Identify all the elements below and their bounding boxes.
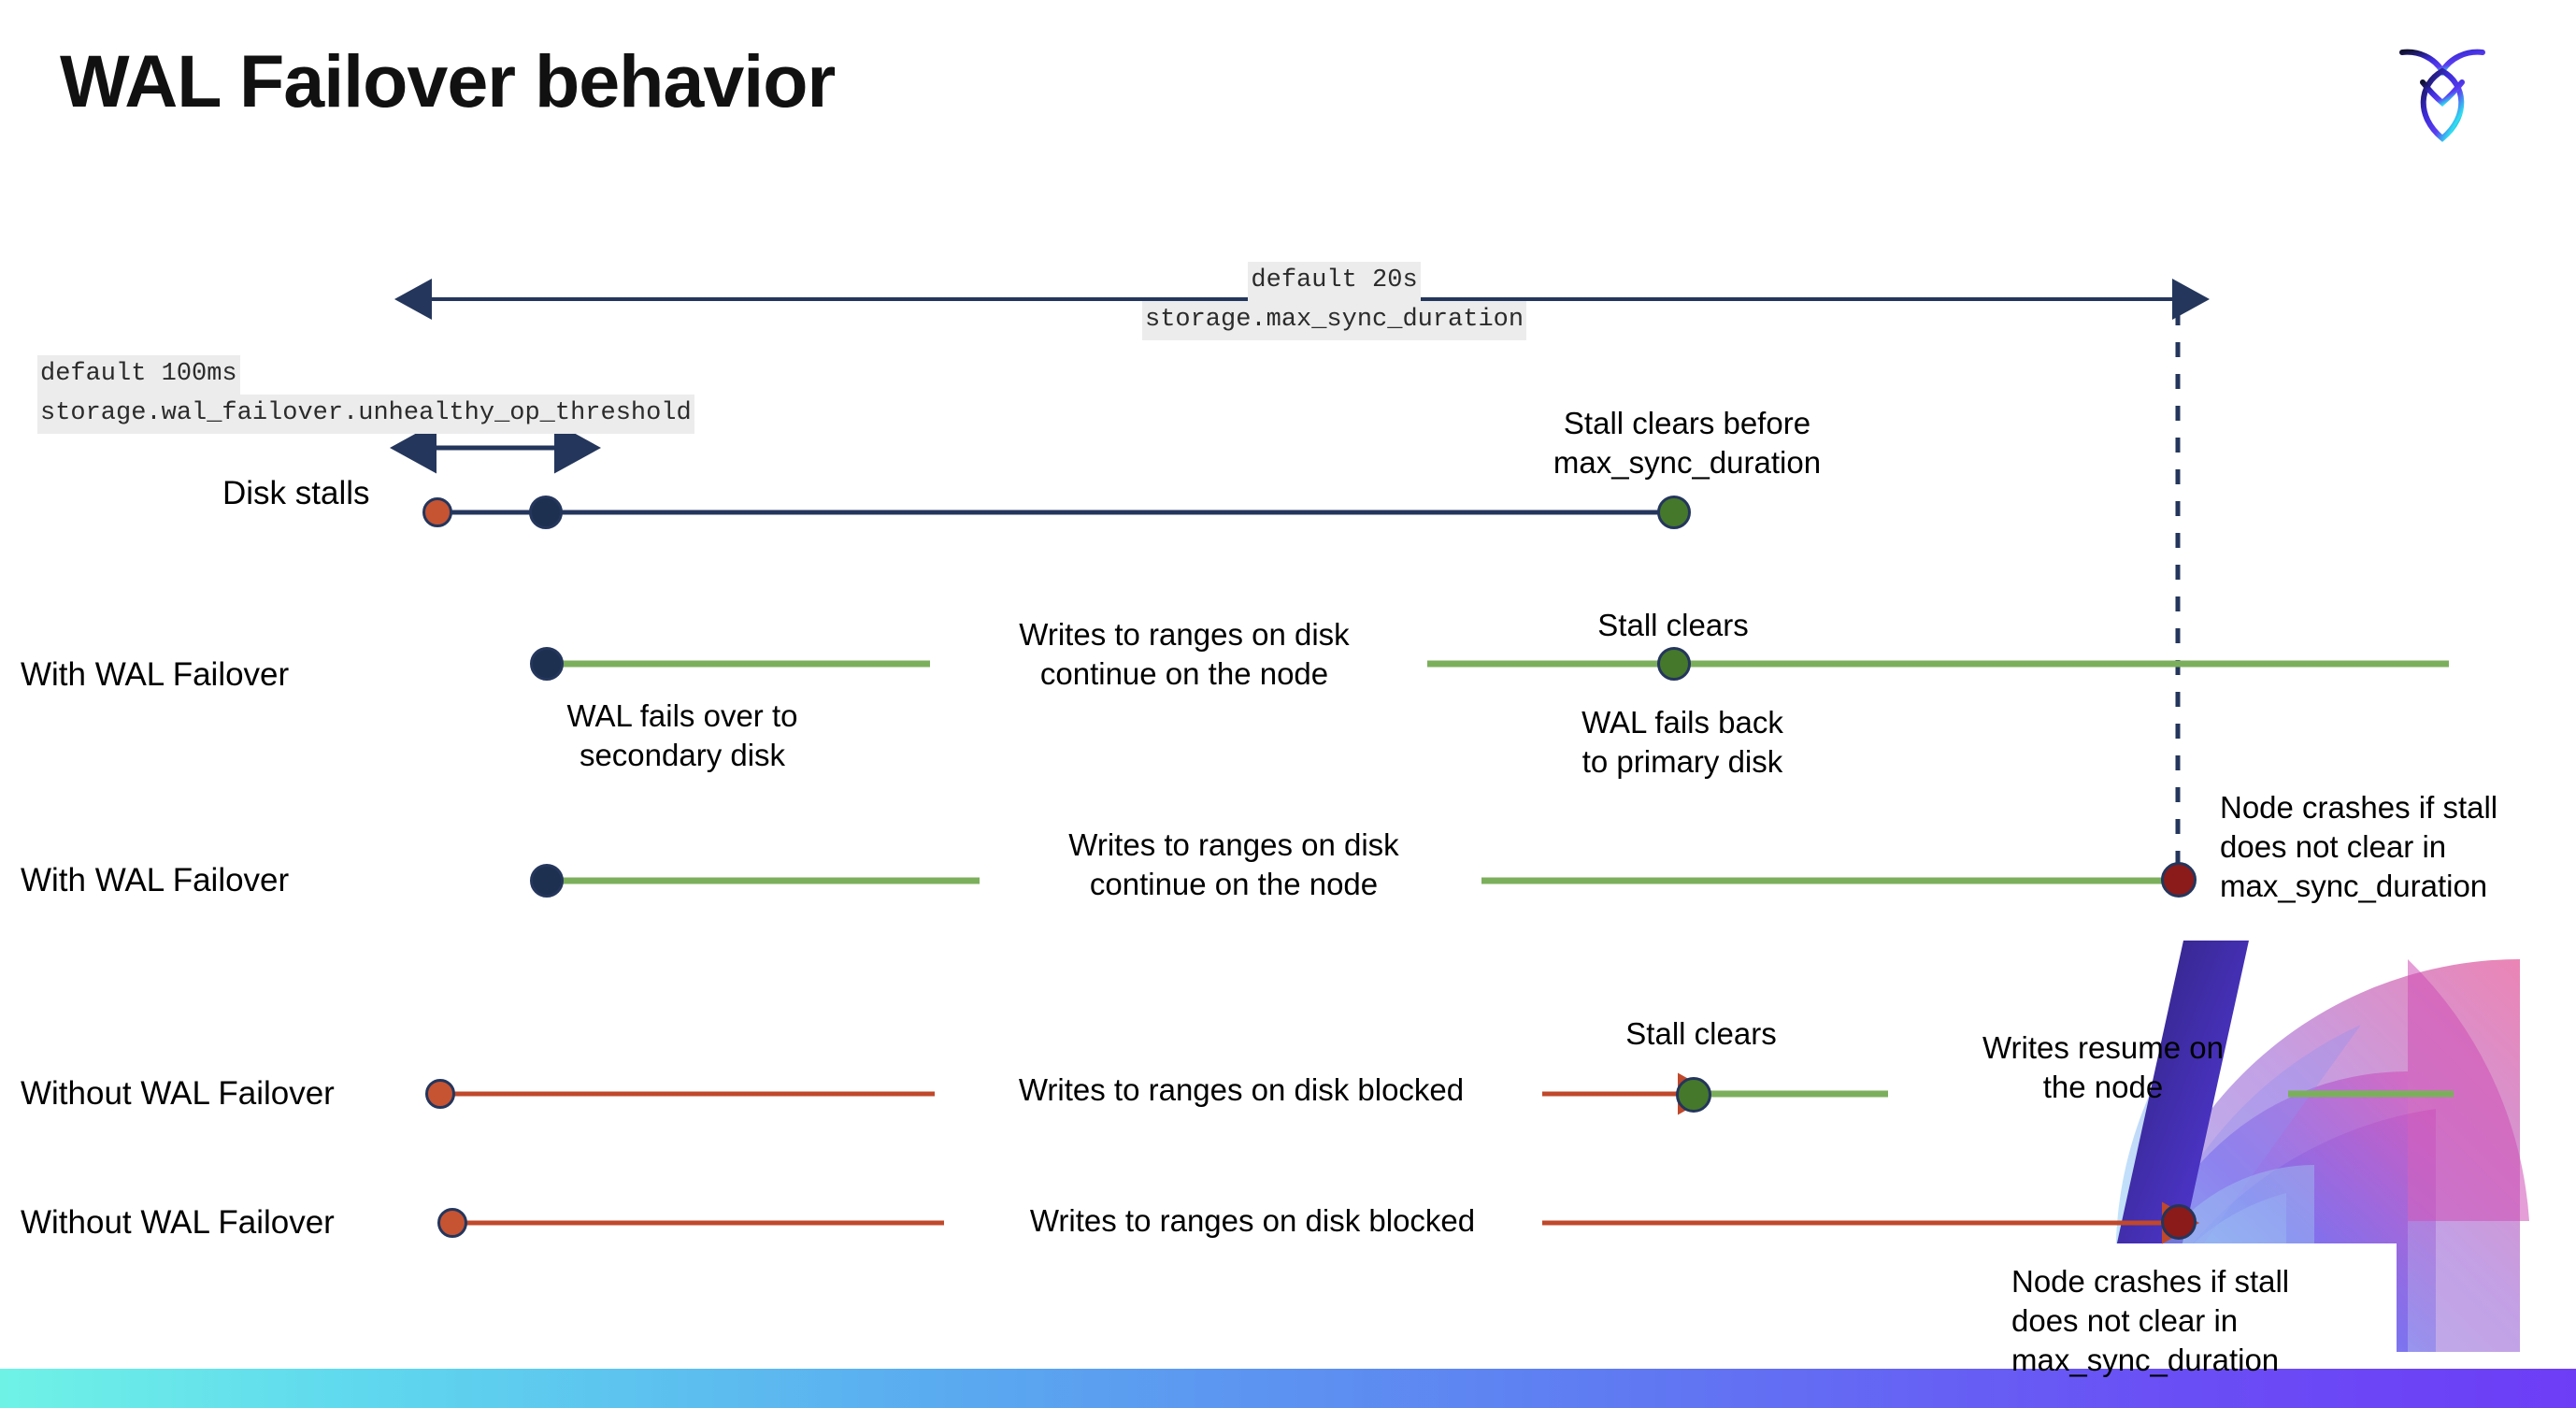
marker-node-crash-row5 — [2161, 1204, 2197, 1240]
unhealthy-op-setting-label: storage.wal_failover.unhealthy_op_thresh… — [37, 394, 694, 434]
note-node-crashes-row5: Node crashes if stall does not clear in … — [2011, 1264, 2290, 1378]
marker-failover-row3 — [530, 864, 564, 898]
note-writes-continue-row2: Writes to ranges on disk continue on the… — [1019, 617, 1350, 692]
marker-stall-begin-row5 — [437, 1208, 467, 1238]
marker-stall-begin-row4 — [425, 1079, 455, 1109]
row-label-with-wal-failover-1: With WAL Failover — [21, 656, 290, 693]
row-label-without-wal-failover-1: Without WAL Failover — [21, 1075, 335, 1112]
page-title: WAL Failover behavior — [60, 39, 836, 122]
marker-threshold-row1 — [529, 496, 563, 529]
max-sync-default-label: default 20s — [1248, 262, 1421, 301]
marker-failover-row2 — [530, 647, 564, 681]
note-writes-blocked-row5: Writes to ranges on disk blocked — [1029, 1203, 1476, 1238]
note-writes-continue-row3: Writes to ranges on disk continue on the… — [1068, 827, 1399, 902]
row-label-without-wal-failover-2: Without WAL Failover — [21, 1204, 335, 1241]
note-stall-clears-before-max-sync: Stall clears before max_sync_duration — [1553, 406, 1822, 481]
cockroachdb-logo-icon — [2382, 30, 2503, 151]
bottom-gradient-bar — [0, 1369, 2576, 1408]
note-writes-blocked-row4: Writes to ranges on disk blocked — [1018, 1072, 1465, 1107]
row-label-with-wal-failover-2: With WAL Failover — [21, 862, 290, 898]
callout-mask — [1967, 1243, 2397, 1384]
marker-failback-row2 — [1657, 647, 1691, 681]
note-wal-fails-over-row2: WAL fails over to secondary disk — [566, 698, 798, 773]
unhealthy-op-threshold-annotation: default 100ms storage.wal_failover.unhea… — [37, 355, 694, 434]
marker-node-crash-row3 — [2161, 862, 2197, 898]
note-stall-clears-row4: Stall clears — [1625, 1016, 1777, 1051]
max-sync-setting-label: storage.max_sync_duration — [1142, 300, 1527, 340]
note-node-crashes-row3: Node crashes if stall does not clear in … — [2220, 790, 2498, 904]
max-sync-duration-annotation: default 20s storage.max_sync_duration — [1142, 262, 1527, 340]
marker-stall-clears-row4 — [1676, 1077, 1711, 1113]
note-wal-fails-back-row2: WAL fails back to primary disk — [1581, 705, 1783, 780]
row-label-disk-stalls: Disk stalls — [222, 475, 370, 511]
unhealthy-op-default-label: default 100ms — [37, 355, 240, 395]
marker-stall-clears-row1 — [1657, 496, 1691, 529]
note-stall-clears-row2: Stall clears — [1597, 608, 1749, 642]
note-writes-resume-row4: Writes resume on the node — [1982, 1030, 2224, 1105]
marker-stall-begin-row1 — [422, 497, 452, 527]
